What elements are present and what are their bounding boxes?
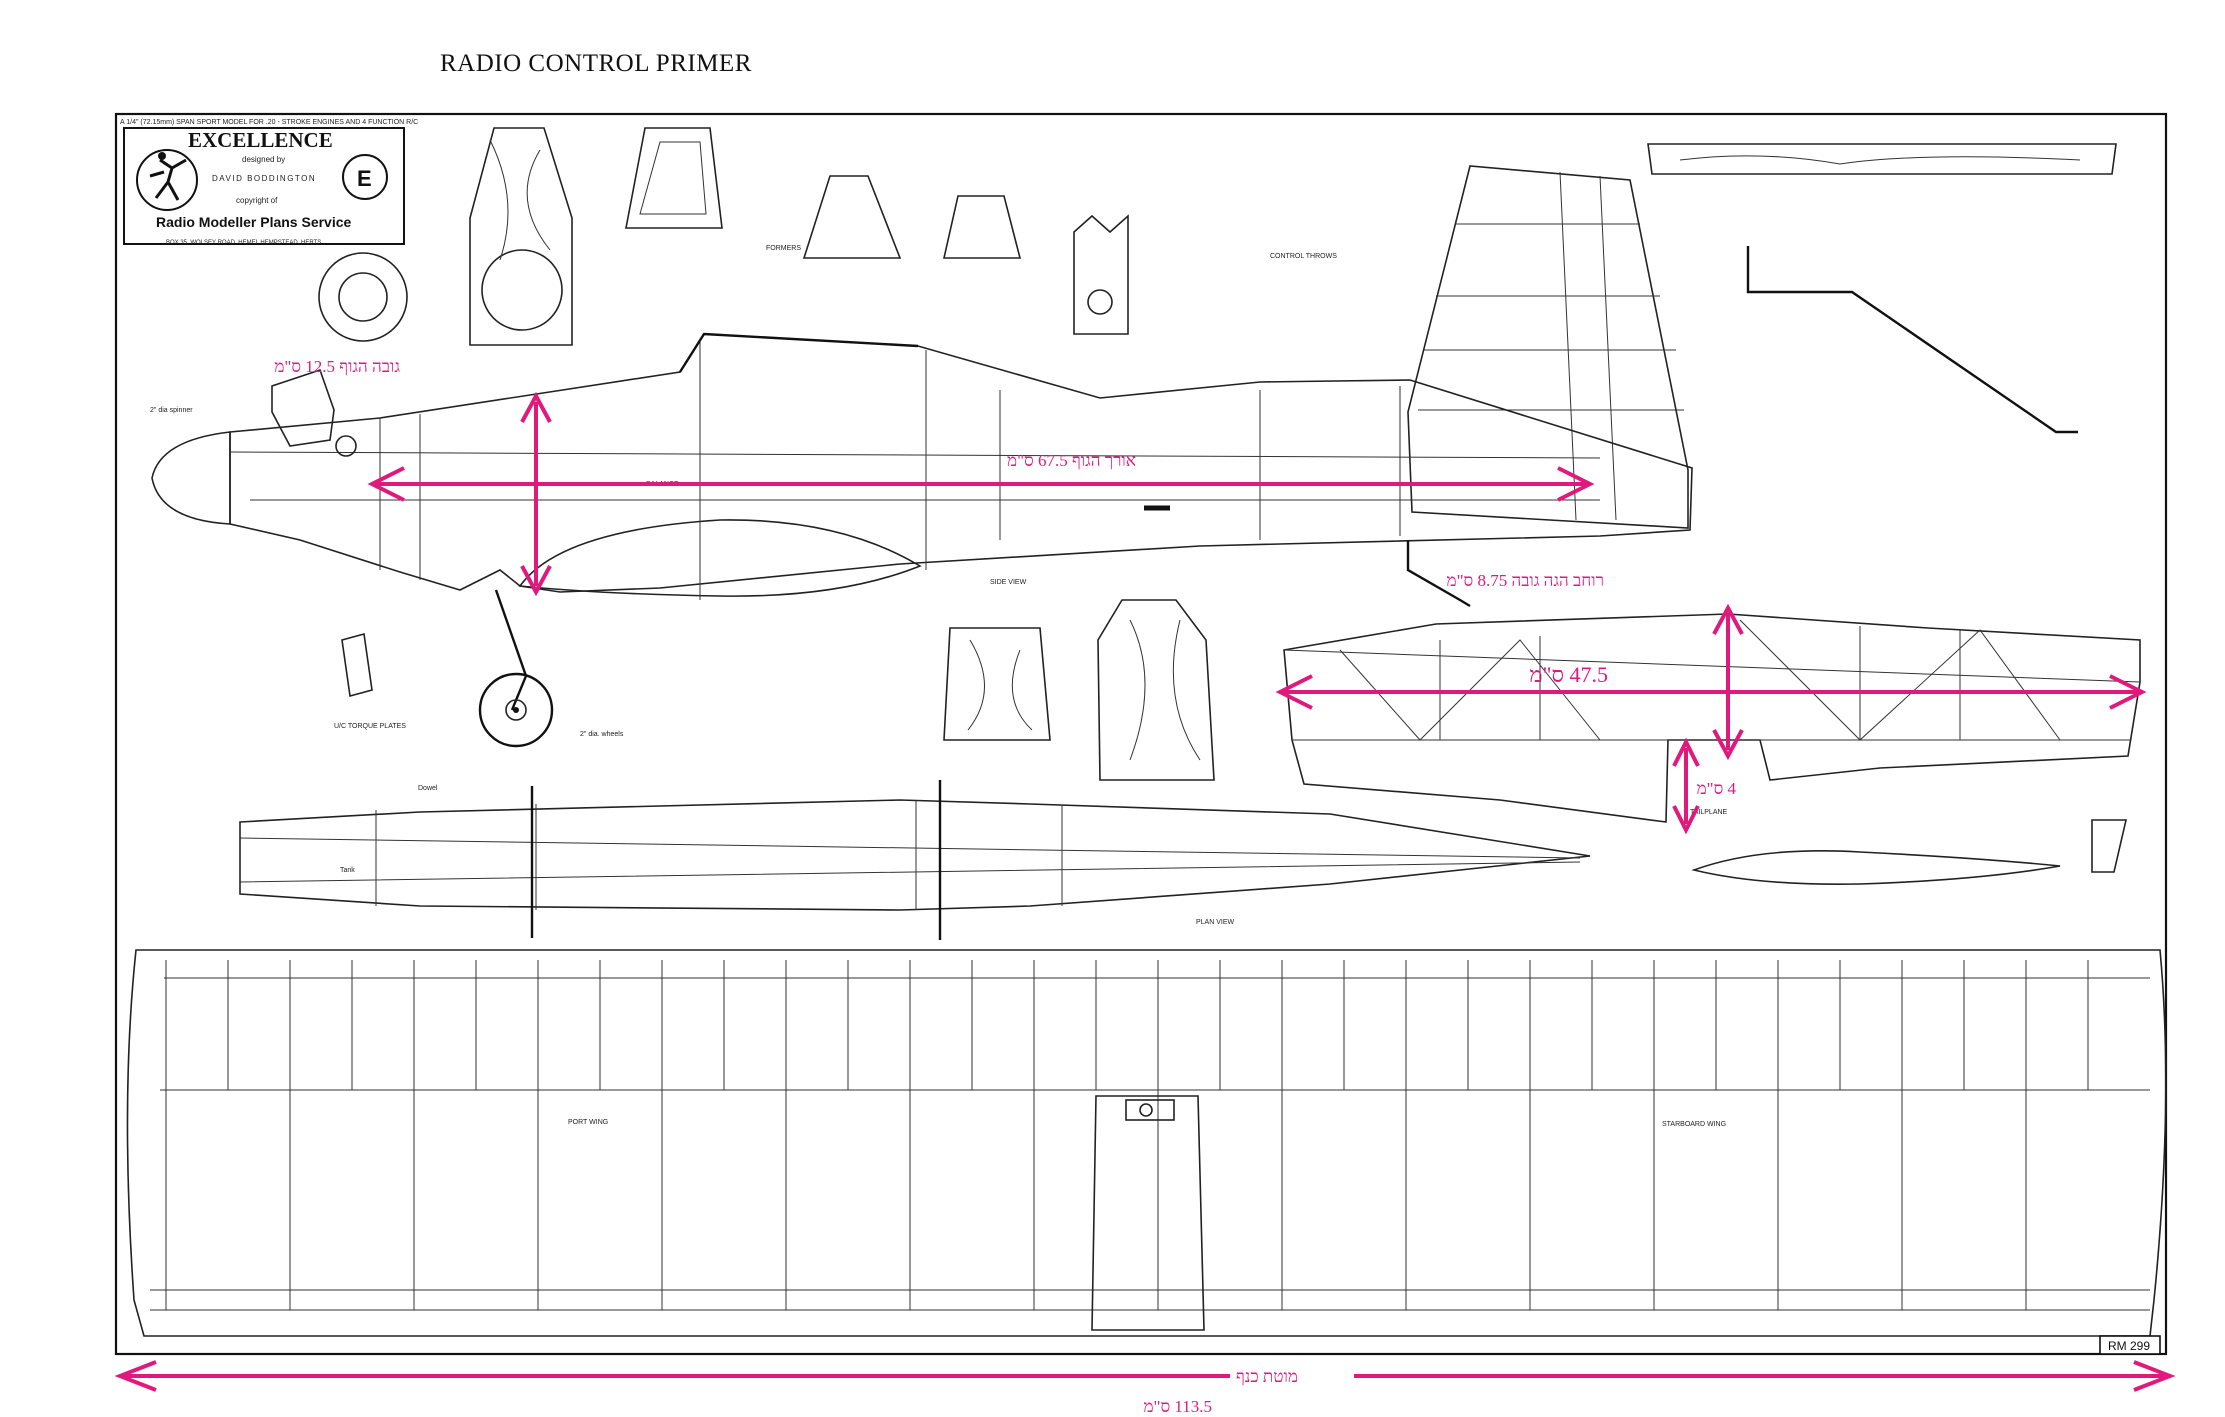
sheet-border bbox=[114, 112, 2168, 1356]
publisher-address: BOX 35, WOLSEY ROAD, HEMEL HEMPSTEAD, HE… bbox=[166, 240, 323, 246]
stab-span-label: 47.5 ס"מ bbox=[1529, 662, 1608, 687]
spinner-label: 2" dia spinner bbox=[150, 407, 193, 414]
model-name: EXCELLENCE bbox=[188, 128, 333, 152]
wheels-label: 2" dia. wheels bbox=[580, 731, 624, 738]
spinner bbox=[151, 431, 231, 525]
plan-view: PLAN VIEW Dowel Tank bbox=[239, 780, 1591, 940]
publisher-name: Radio Modeller Plans Service bbox=[156, 214, 352, 230]
tank-label: Tank bbox=[340, 867, 355, 874]
engine bbox=[271, 368, 335, 447]
former-f5 bbox=[943, 627, 1051, 741]
plan-number-box bbox=[2099, 1335, 2161, 1355]
stab-width-note: רוחב הגה גובה 8.75 ס"מ bbox=[1447, 571, 1605, 590]
wing-centre-section bbox=[1091, 1095, 1205, 1331]
title-block-header-note: A 1/4" (72.15mm) SPAN SPORT MODEL FOR .2… bbox=[120, 119, 418, 126]
badge-circle bbox=[342, 154, 388, 200]
title-block: A 1/4" (72.15mm) SPAN SPORT MODEL FOR .2… bbox=[120, 119, 418, 246]
fuselage-plan-outline bbox=[239, 799, 1591, 911]
copyright-label: copyright of bbox=[236, 196, 278, 205]
control-throws-label: CONTROL THROWS bbox=[1270, 253, 1337, 260]
plan-view-label: PLAN VIEW bbox=[1196, 919, 1235, 926]
logo-seal bbox=[136, 149, 198, 211]
wing-section-airfoil bbox=[518, 519, 922, 597]
former-f7 bbox=[942, 195, 1022, 259]
canopy bbox=[678, 332, 919, 373]
former-f6 bbox=[802, 175, 902, 259]
fuselage-length-label: אורך הגוף 67.5 ס"מ bbox=[1007, 451, 1136, 470]
formers-label: FORMERS bbox=[766, 245, 801, 252]
side-view: 2" dia spinner BALANCE SIDE VIEW U/C TOR… bbox=[150, 332, 1693, 748]
tailplane: TAILPLANE bbox=[1283, 613, 2141, 823]
fin-cap bbox=[2091, 819, 2128, 873]
side-view-label: SIDE VIEW bbox=[990, 579, 1027, 586]
plan-number: RM 299 bbox=[2108, 1339, 2150, 1353]
torque-plate bbox=[341, 632, 373, 698]
former-f3 bbox=[1097, 599, 1215, 781]
wingspan-value: 113.5 ס"מ bbox=[1143, 1397, 1212, 1416]
wingspan-label: מוטת כנף bbox=[1236, 1367, 1298, 1386]
torque-plates-label: U/C TORQUE PLATES bbox=[334, 723, 406, 730]
elevator-depth-label: 4 ס"מ bbox=[1697, 779, 1737, 798]
dimension-annotations: גובה הגוף 12.5 ס"מ אורך הגוף 67.5 ס"מ רו… bbox=[114, 357, 2176, 1416]
starboard-wing-label: STARBOARD WING bbox=[1662, 1121, 1726, 1128]
wing-ribs bbox=[165, 960, 2089, 1310]
tailplane-label: TAILPLANE bbox=[1690, 809, 1728, 816]
fin-tip-airfoil bbox=[1691, 850, 2061, 886]
dihedral-brace bbox=[1647, 143, 2117, 175]
badge-letter: E bbox=[357, 166, 372, 191]
undercarriage-wire bbox=[1746, 246, 2078, 434]
fin-outline bbox=[1407, 165, 1689, 529]
wing-outline bbox=[126, 949, 2167, 1337]
former-ring bbox=[318, 252, 408, 342]
landing-gear-leg bbox=[494, 589, 528, 711]
wing-plan bbox=[126, 949, 2167, 1337]
former-f8 bbox=[1073, 214, 1129, 335]
tailplane-outline bbox=[1283, 613, 2141, 823]
fuselage-height-label: גובה הגוף 12.5 ס"מ bbox=[274, 357, 400, 376]
formers-group: FORMERS CONTROL THROWS bbox=[318, 127, 1337, 346]
port-wing-label: PORT WING bbox=[568, 1119, 608, 1126]
designed-by-label: designed by bbox=[242, 155, 285, 164]
former-f4 bbox=[625, 127, 723, 229]
dowel-label: Dowel bbox=[418, 785, 438, 792]
page-title: RADIO CONTROL PRIMER bbox=[440, 50, 752, 77]
designer-name: DAVID BODDINGTON bbox=[212, 174, 316, 183]
logo-figure-icon bbox=[149, 158, 187, 201]
wheel bbox=[478, 672, 554, 748]
fuselage-side-outline bbox=[229, 333, 1693, 593]
former-f2 bbox=[469, 127, 573, 346]
